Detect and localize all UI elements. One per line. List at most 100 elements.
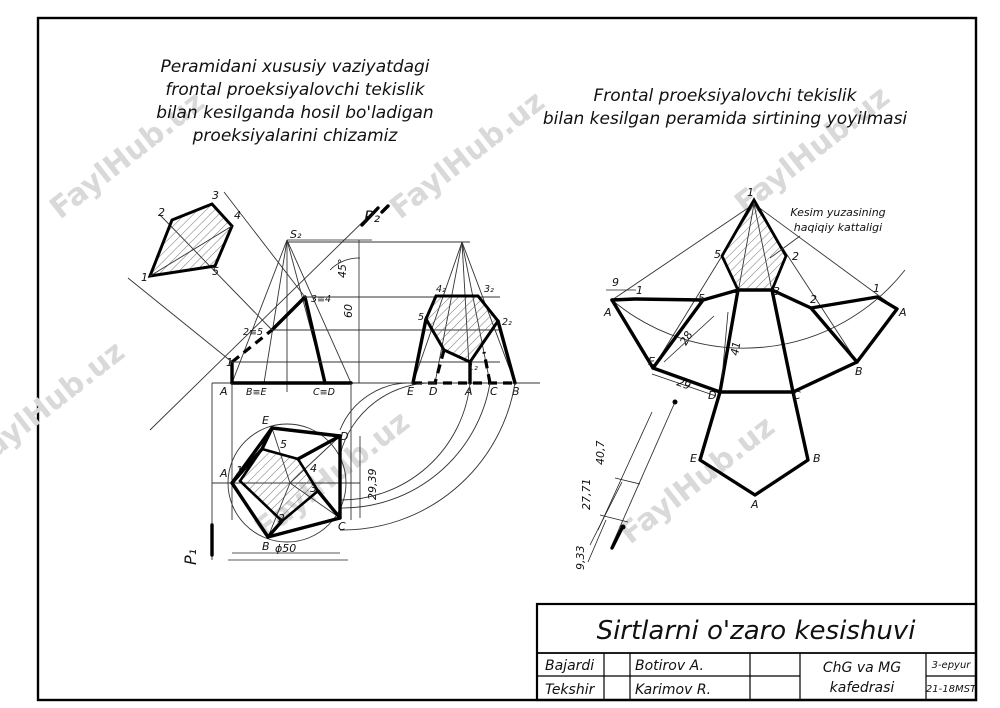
right-title-line: Frontal proeksiyalovchi tekislik xyxy=(594,86,858,106)
watermark-text: FaylHub.uz xyxy=(613,409,781,551)
side-remaining xyxy=(411,317,428,385)
label-c: C xyxy=(793,389,801,402)
label-d: D xyxy=(429,385,437,398)
label-2-5: 2≡5 xyxy=(243,327,263,338)
label-3-2: 3₂ xyxy=(484,284,494,295)
label-2: 2 xyxy=(810,293,817,306)
label-2: 2 xyxy=(158,206,165,219)
plane-trace-p2-mark xyxy=(380,204,390,214)
label-3: 3 xyxy=(310,482,317,495)
top-remaining xyxy=(316,489,342,520)
dimension-tick xyxy=(599,514,629,523)
label-2-2: 2₂ xyxy=(502,317,512,328)
stamp-name-1: Botirov A. xyxy=(635,658,704,674)
label-b: B xyxy=(512,385,520,398)
development-outline xyxy=(610,288,899,364)
left-title: Peramidani xususiy vaziyatdagi frontal p… xyxy=(156,57,433,146)
title-block-frame xyxy=(535,602,978,702)
remaining-pyramid xyxy=(270,295,327,385)
label-2: 2 xyxy=(792,250,799,263)
dimension-60: 60 xyxy=(342,304,355,318)
development-section xyxy=(720,197,788,292)
dimension-41: 41 xyxy=(728,340,743,356)
label-a: A xyxy=(603,306,612,319)
side-section xyxy=(424,294,500,364)
label-b: B xyxy=(262,540,270,553)
dimension-29-39: 29,39 xyxy=(366,469,379,501)
label-1: 1 xyxy=(141,271,148,284)
label-e: E xyxy=(690,452,697,465)
stamp-name-2: Karimov R. xyxy=(635,682,711,698)
side-remaining-hidden xyxy=(433,349,446,384)
construction-point xyxy=(672,399,678,405)
watermark-text: FaylHub.uz xyxy=(0,334,132,476)
label-s2: S₂ xyxy=(290,228,302,241)
development-ray xyxy=(753,203,898,310)
label-a: A xyxy=(750,498,759,511)
section-polygon xyxy=(147,202,234,278)
label-d: D xyxy=(708,389,716,402)
label-4-2: 4₂ xyxy=(436,284,446,295)
label-4: 4 xyxy=(234,209,241,222)
stamp-sheet-no: 3-epyur xyxy=(932,660,972,671)
label-b: B xyxy=(813,452,821,465)
dimension-line xyxy=(663,315,715,363)
note-leader xyxy=(769,235,801,259)
right-title-line: bilan kesilgan peramida sirtining yoyilm… xyxy=(543,109,908,129)
construction-point xyxy=(620,524,626,530)
left-title-line: bilan kesilganda hosil bo'ladigan xyxy=(156,103,433,123)
label-4: 4 xyxy=(733,285,740,298)
side-remaining-hidden xyxy=(482,351,492,384)
label-1: 1 xyxy=(636,284,643,297)
plane-trace-p2 xyxy=(149,206,379,431)
pyramid-edge xyxy=(263,239,288,384)
dimension-line xyxy=(651,373,717,397)
transfer-arc xyxy=(339,382,491,509)
right-title: Frontal proeksiyalovchi tekislik bilan k… xyxy=(543,86,908,129)
development-construction xyxy=(610,526,624,550)
label-5: 5 xyxy=(714,248,721,261)
dimension-9-33: 9,33 xyxy=(574,546,587,571)
label-1: 1 xyxy=(226,356,233,369)
dimension-line xyxy=(611,401,676,546)
kesim-note-line: Kesim yuzasining xyxy=(790,206,885,219)
stamp-role-2: Tekshir xyxy=(545,682,596,698)
transfer-arc xyxy=(339,382,471,501)
dimension-29: 29 xyxy=(675,376,693,393)
left-title-line: Peramidani xususiy vaziyatdagi xyxy=(160,57,429,77)
label-c: C xyxy=(490,385,498,398)
stamp-group: 21-18MST xyxy=(926,684,977,695)
label-3: 3 xyxy=(773,285,780,298)
dimension-line xyxy=(721,311,729,379)
development-base xyxy=(698,390,810,497)
label-e: E xyxy=(648,355,655,368)
stamp-title: Sirtlarni o'zaro kesishuvi xyxy=(597,616,917,646)
label-3: 3 xyxy=(212,189,219,202)
label-p2: P₂ xyxy=(364,207,381,226)
development-view: 1 2 5 4 3 1 5 2 1 A A E B D C E B A Kesi… xyxy=(574,186,907,570)
development-arc xyxy=(611,269,906,349)
label-a: A xyxy=(464,385,473,398)
label-4: 4 xyxy=(310,462,317,475)
dimension-line xyxy=(597,411,653,531)
label-e: E xyxy=(407,385,414,398)
label-1: 1 xyxy=(236,464,243,477)
label-5: 5 xyxy=(212,265,219,278)
label-p1: P₁ xyxy=(181,549,200,565)
dimension-9: 9 xyxy=(612,276,619,289)
label-a: A xyxy=(219,385,228,398)
title-block: Sirtlarni o'zaro kesishuvi Bajardi Botir… xyxy=(535,602,978,702)
label-b-e: B≡E xyxy=(246,387,266,398)
label-1-2: 1₂ xyxy=(468,362,478,373)
development-ray xyxy=(611,203,755,301)
transfer-arc xyxy=(339,382,414,431)
label-d: D xyxy=(340,430,348,443)
projection-line xyxy=(127,277,233,363)
dimension-40-7: 40,7 xyxy=(594,441,607,466)
label-c-d: C≡D xyxy=(313,387,335,398)
dimension-45: 45° xyxy=(336,259,349,279)
top-view: P₁ ϕ50 29,39 E D A C B 1 5 4 3 2 xyxy=(181,383,379,565)
label-a: A xyxy=(219,467,228,480)
label-5: 5 xyxy=(280,438,287,451)
development-outline xyxy=(791,360,859,394)
